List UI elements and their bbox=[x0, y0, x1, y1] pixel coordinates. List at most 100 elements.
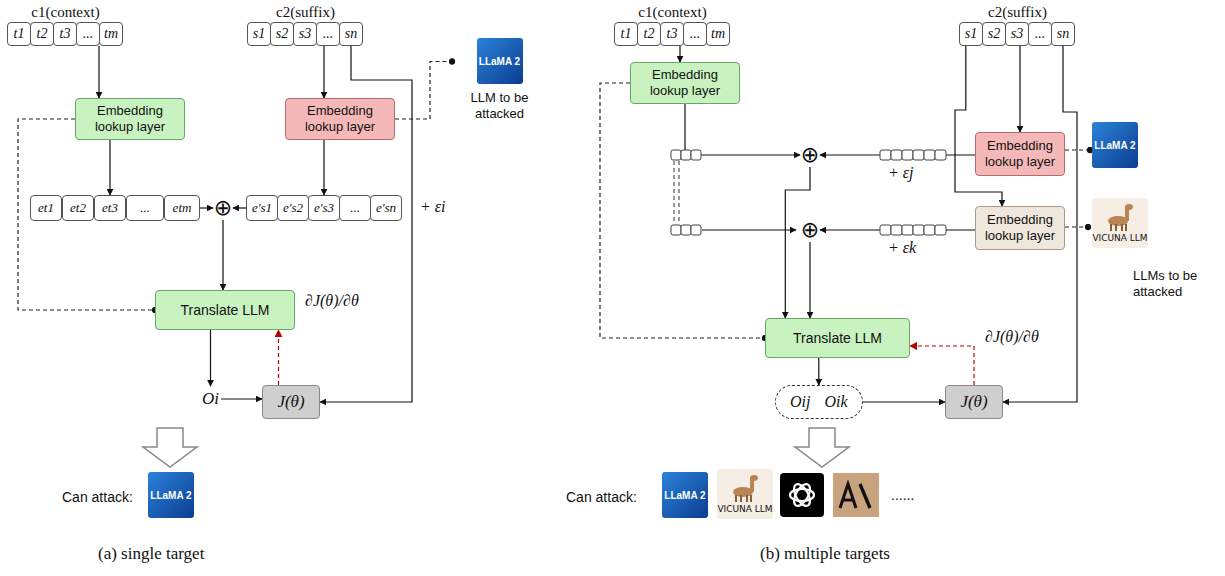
llm-icon: LLaMA 2LLM to be attacked bbox=[452, 38, 547, 122]
annotation-label: ∂J(θ)/∂θ bbox=[305, 292, 359, 310]
connector bbox=[109, 140, 110, 195]
node-text: Embedding lookup layer bbox=[635, 67, 735, 99]
node-text: ... bbox=[340, 196, 370, 220]
embedding-token: e′sn bbox=[370, 195, 402, 221]
embedding-layer: Embedding lookup layer bbox=[285, 98, 395, 140]
node-text: e′s1 bbox=[247, 196, 277, 220]
openai-logo bbox=[780, 473, 824, 517]
connector bbox=[1065, 226, 1088, 227]
token-text: t1 bbox=[619, 23, 633, 45]
anthropic-logo bbox=[833, 473, 879, 517]
logo-text: LLaMA 2 bbox=[664, 490, 705, 501]
translate-llm-box: Translate LLM bbox=[155, 290, 295, 330]
node-text: J(θ) bbox=[952, 390, 996, 414]
token-box: t2 bbox=[637, 22, 661, 46]
node-text: etm bbox=[165, 196, 199, 220]
output-label: Oij bbox=[790, 390, 810, 414]
connector bbox=[221, 398, 262, 399]
token-text: t1 bbox=[12, 23, 26, 45]
node-text: Embedding lookup layer bbox=[290, 103, 390, 135]
embedding-token: etm bbox=[164, 195, 200, 221]
logo-square: VICUNA LLM bbox=[717, 469, 773, 519]
embedding-layer: Embedding lookup layer bbox=[630, 62, 740, 104]
node-text: e′sn bbox=[371, 196, 401, 220]
token-strip: t1t2t3... tm bbox=[615, 22, 730, 46]
connector bbox=[200, 207, 213, 208]
annotation-label: ...... bbox=[891, 486, 914, 504]
token-text: s2 bbox=[275, 23, 289, 45]
annotation-label: LLMs to be attacked bbox=[1133, 268, 1218, 300]
row-heading: c2(suffix) bbox=[276, 2, 335, 22]
logo-square: LLaMA 2 bbox=[1092, 122, 1138, 168]
logo-text: LLaMA 2 bbox=[1094, 140, 1135, 151]
sum-symbol: ⊕ bbox=[800, 218, 820, 242]
embedding-token: et3 bbox=[94, 195, 126, 221]
node-text: ⊕ bbox=[800, 218, 820, 242]
token-text: s3 bbox=[298, 23, 312, 45]
token-text: s1 bbox=[252, 23, 266, 45]
token-box: s3 bbox=[1005, 22, 1029, 46]
token-text: s1 bbox=[964, 23, 978, 45]
llm-icon: VICUNA LLM bbox=[1088, 198, 1152, 248]
token-box: s1 bbox=[959, 22, 983, 46]
connector bbox=[233, 207, 246, 208]
annotation-label: + εj bbox=[888, 164, 914, 182]
vicuna-figure bbox=[725, 473, 765, 503]
token-box: tm bbox=[706, 22, 730, 46]
embedding-layer: Embedding lookup layer bbox=[75, 98, 185, 140]
connector bbox=[809, 242, 810, 318]
token-text: tm bbox=[104, 23, 118, 45]
logo-text: LLaMA 2 bbox=[479, 56, 520, 67]
node-text: J(θ) bbox=[269, 390, 313, 414]
node-text: Oi bbox=[202, 388, 219, 410]
node-text: Embedding lookup layer bbox=[980, 138, 1060, 170]
node-text: Translate LLM bbox=[793, 329, 882, 347]
node-text: e′s2 bbox=[278, 196, 308, 220]
token-text: t3 bbox=[665, 23, 679, 45]
token-box: s2 bbox=[982, 22, 1006, 46]
sum-symbol: ⊕ bbox=[800, 143, 820, 167]
token-box: t1 bbox=[7, 22, 31, 46]
node-text: Embedding lookup layer bbox=[80, 103, 180, 135]
node-text: ... bbox=[127, 196, 163, 220]
llm-icon: VICUNA LLM bbox=[714, 469, 776, 519]
token-box: sn bbox=[1051, 22, 1075, 46]
row-to-sum-arrow bbox=[702, 230, 796, 231]
node-text: ⊕ bbox=[213, 196, 233, 220]
token-box: t3 bbox=[660, 22, 684, 46]
connector bbox=[679, 46, 680, 62]
embedding-token: e′s2 bbox=[277, 195, 309, 221]
output-label: Oik bbox=[824, 390, 847, 414]
token-box: ... bbox=[683, 22, 707, 46]
llm-icon: LLaMA 2 bbox=[660, 472, 710, 518]
logo-square: LLaMA 2 bbox=[662, 472, 708, 518]
output-label: Oi bbox=[200, 386, 221, 412]
loss-box: J(θ) bbox=[262, 385, 320, 419]
token-text: t2 bbox=[35, 23, 49, 45]
node-text: Embedding lookup layer bbox=[980, 212, 1060, 244]
token-strip: s1s2s3...sn bbox=[960, 22, 1075, 46]
annotation-label: + εk bbox=[888, 239, 916, 257]
token-strip: s1s2s3...sn bbox=[248, 22, 363, 46]
llm-icon: LLaMA 2 bbox=[1090, 122, 1140, 168]
connector bbox=[210, 330, 211, 386]
embedding-layer: Embedding lookup layer bbox=[975, 206, 1065, 250]
connector bbox=[1019, 46, 1020, 132]
token-text: tm bbox=[711, 23, 725, 45]
node-text: et1 bbox=[31, 196, 61, 220]
token-text: ... bbox=[688, 23, 702, 45]
annotation-label: (b) multiple targets bbox=[760, 545, 890, 563]
dashed-link bbox=[674, 161, 679, 224]
token-box: ... bbox=[1028, 22, 1052, 46]
connector bbox=[910, 346, 974, 385]
token-text: t3 bbox=[58, 23, 72, 45]
node-text: e′s3 bbox=[309, 196, 339, 220]
token-box: t3 bbox=[53, 22, 77, 46]
row-heading: c1(context) bbox=[638, 2, 706, 22]
node-text: et2 bbox=[63, 196, 93, 220]
token-text: sn bbox=[344, 23, 358, 45]
row-heading: c2(suffix) bbox=[988, 2, 1047, 22]
connector bbox=[323, 46, 324, 98]
token-box: t2 bbox=[30, 22, 54, 46]
embedding-token: e′s1 bbox=[246, 195, 278, 221]
